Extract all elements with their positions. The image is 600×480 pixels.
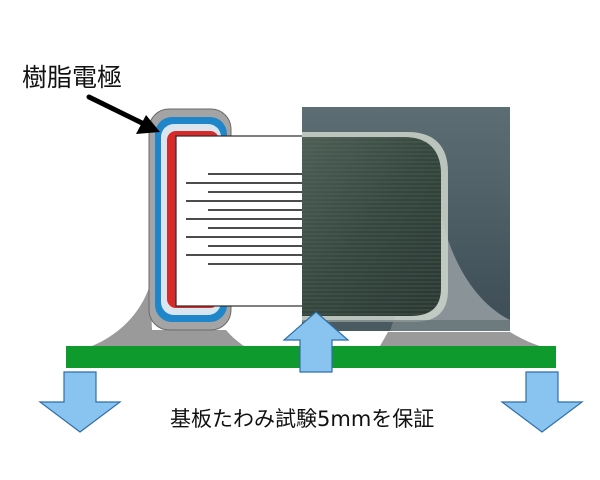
solder-fillet-left xyxy=(92,285,244,346)
down-arrow-left xyxy=(38,371,122,433)
caption-text: 基板たわみ試験5mmを保証 xyxy=(170,407,435,431)
callout-pointer-arrow xyxy=(86,94,160,134)
resin-electrode-label: 樹脂電極 xyxy=(22,63,123,92)
ceramic-body xyxy=(175,135,305,307)
up-arrow xyxy=(282,311,350,373)
cross-section-photo xyxy=(302,107,510,331)
internal-electrodes xyxy=(186,173,304,265)
solder-fillet-right xyxy=(380,332,540,346)
down-arrow-right xyxy=(500,371,584,433)
